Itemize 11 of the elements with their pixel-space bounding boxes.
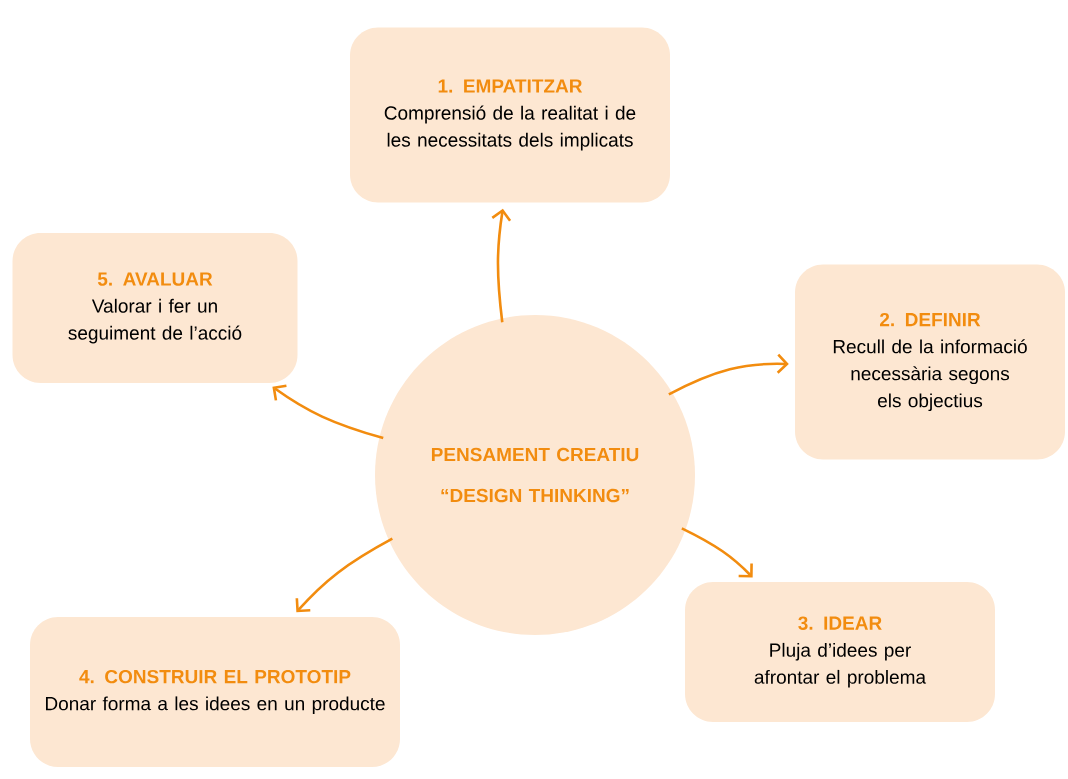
arrow (668, 353, 789, 396)
arrow (681, 527, 753, 578)
brush-stroke-box: 5. AVALUAR Valorar i fer un seguiment de l’acció (12, 233, 298, 383)
brush-stroke-box: 3. IDEAR Pluja d’idees per afrontar el problema (685, 582, 995, 722)
arrow (491, 208, 512, 323)
circle-node: PENSAMENT CREATIU “DESIGN THINKING” (375, 315, 695, 635)
arrow (272, 384, 384, 440)
arrow (295, 537, 393, 613)
brush-stroke-box: 1. EMPATITZAR Comprensió de la realitat i de les necessitats dels implicats (350, 27, 670, 203)
brush-stroke-box: 4. CONSTRUIR EL PROTOTIP Donar forma a les idees en un producte (30, 617, 400, 767)
brush-stroke-box: 2. DEFINIR Recull de la informació necessària segons els objectius (795, 264, 1065, 460)
